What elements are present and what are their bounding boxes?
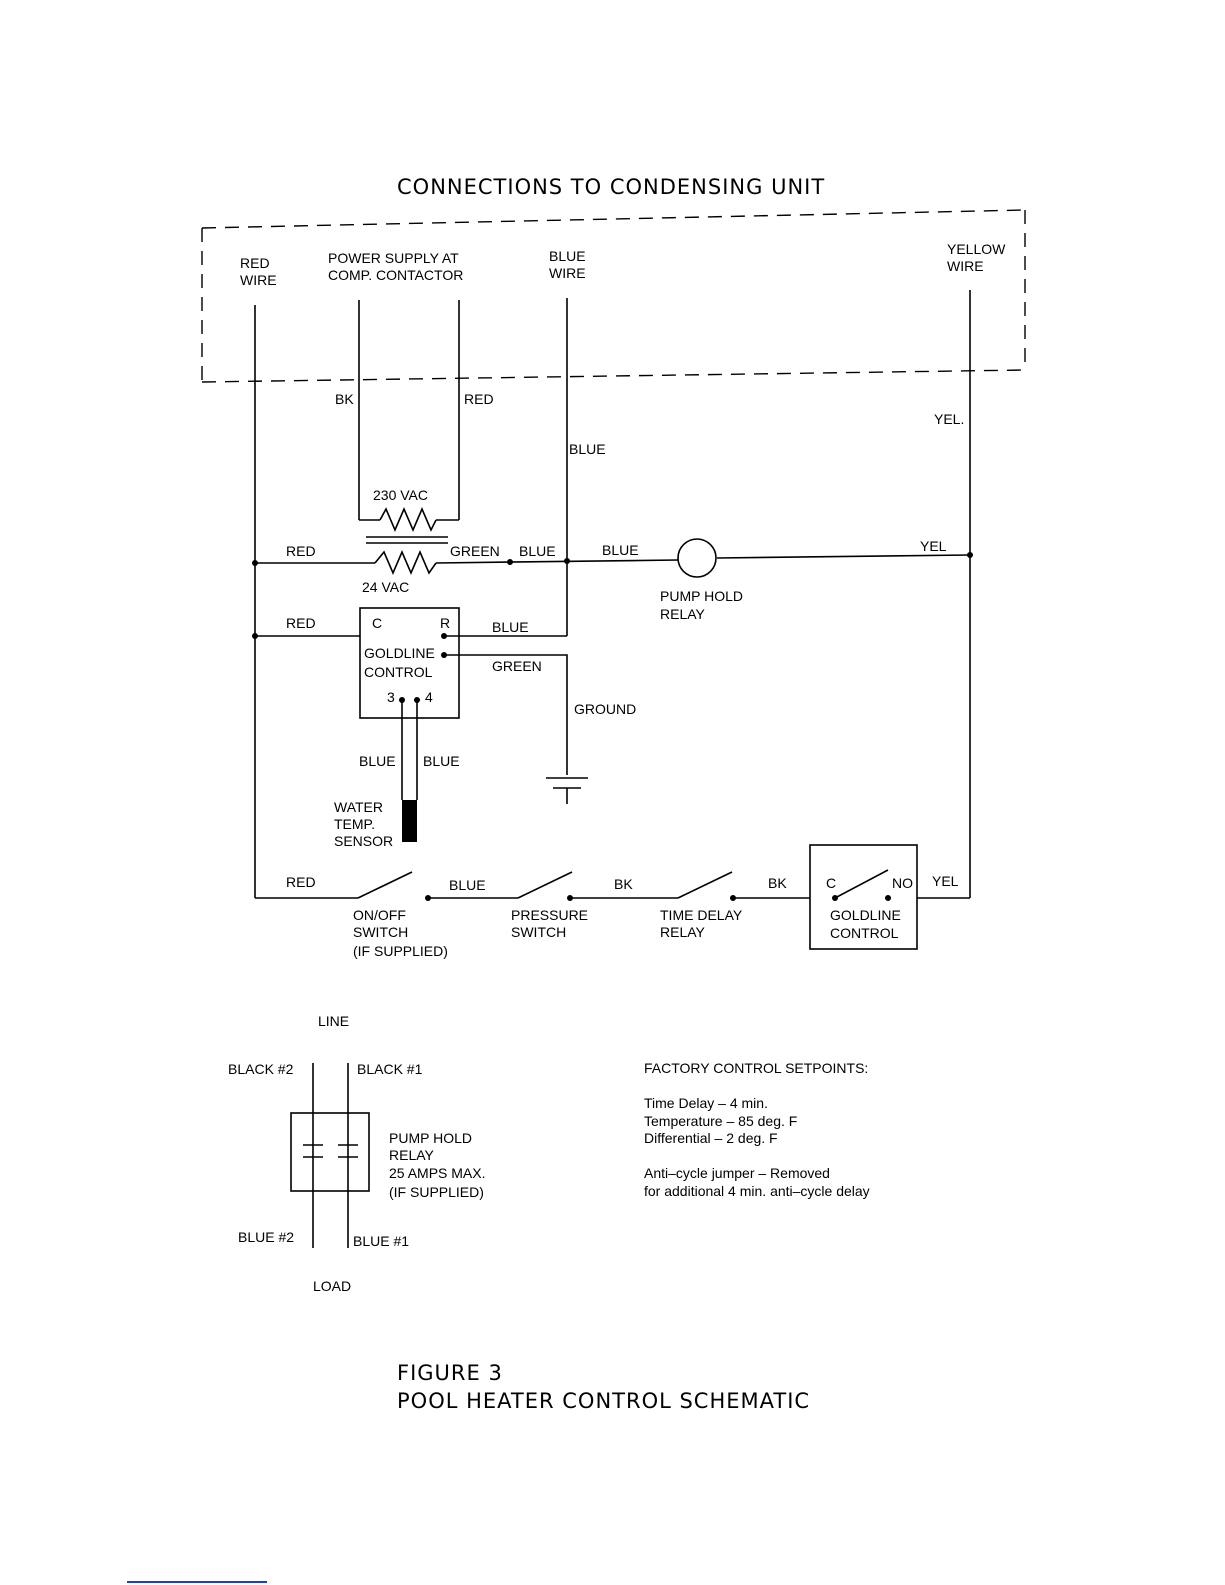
time-delay-relay-label-1: TIME DELAY <box>660 907 743 923</box>
line-label: LINE <box>318 1013 349 1029</box>
pump-relay-label-2: RELAY <box>660 606 706 622</box>
condensing-unit-boundary <box>201 209 1026 383</box>
onoff-switch-label-2: SWITCH <box>353 924 408 940</box>
blue-wire-label-secondary-1: BLUE <box>519 543 556 559</box>
red-wire-label-bottom: RED <box>286 874 316 890</box>
goldline-r-terminal: R <box>440 615 450 631</box>
blue1-label: BLUE #1 <box>353 1233 409 1249</box>
secondary-voltage-label: 24 VAC <box>362 579 409 595</box>
black1-label: BLACK #1 <box>357 1061 423 1077</box>
setpoints-title: FACTORY CONTROL SETPOINTS: <box>644 1060 868 1076</box>
goldline-c-terminal: C <box>372 615 382 631</box>
bk-wire-label: BK <box>335 391 354 407</box>
jumper-note-2: for additional 4 min. anti–cycle delay <box>644 1183 870 1199</box>
blue-wire-label-2: WIRE <box>549 265 586 281</box>
red-wire-label-2: WIRE <box>240 272 277 288</box>
water-temp-sensor <box>402 800 417 842</box>
setpoint-temperature: Temperature – 85 deg. F <box>644 1113 797 1129</box>
green-wire-label-secondary: GREEN <box>450 543 500 559</box>
sensor-label-3: SENSOR <box>334 833 393 849</box>
sensor-label-1: WATER <box>334 799 383 815</box>
relay-desc-3: 25 AMPS MAX. <box>389 1165 485 1181</box>
red-wire-label-goldline: RED <box>286 615 316 631</box>
figure-caption: POOL HEATER CONTROL SCHEMATIC <box>397 1389 810 1413</box>
pressure-switch-label-1: PRESSURE <box>511 907 588 923</box>
figure-number: FIGURE 3 <box>397 1361 503 1385</box>
junction-dots <box>252 552 973 901</box>
blue2-label: BLUE #2 <box>238 1229 294 1245</box>
relay-desc-2: RELAY <box>389 1147 435 1163</box>
setpoint-time-delay: Time Delay – 4 min. <box>644 1095 768 1111</box>
goldline-name-2: CONTROL <box>364 664 433 680</box>
transformer <box>366 506 448 576</box>
power-supply-label-1: POWER SUPPLY AT <box>328 250 459 266</box>
blue-wire-label-bottom: BLUE <box>449 877 486 893</box>
ground-label: GROUND <box>574 701 636 717</box>
time-delay-relay-label-2: RELAY <box>660 924 706 940</box>
bk-wire-label-bottom-2: BK <box>768 875 787 891</box>
power-supply-label-2: COMP. CONTACTOR <box>328 267 463 283</box>
pump-hold-relay-coil <box>677 538 717 578</box>
goldline-terminal-4: 4 <box>425 689 433 705</box>
relay-desc-4: (IF SUPPLIED) <box>389 1184 484 1200</box>
goldline-control-box <box>359 607 460 719</box>
blue-wire-label-goldline: BLUE <box>492 619 529 635</box>
goldline-relay-c: C <box>826 875 836 891</box>
pump-relay-detail-lines <box>290 1063 370 1248</box>
goldline-relay-box <box>809 844 918 950</box>
blue-wire-label-top: BLUE <box>569 441 606 457</box>
pressure-switch-label-2: SWITCH <box>511 924 566 940</box>
yel-wire-label-top: YEL. <box>934 411 964 427</box>
yel-wire-label-bottom: YEL <box>932 873 959 889</box>
goldline-terminal-3: 3 <box>387 689 395 705</box>
diagram-title: CONNECTIONS TO CONDENSING UNIT <box>397 175 825 199</box>
goldline-name-1: GOLDLINE <box>364 645 435 661</box>
red-wire-label-1: RED <box>240 255 270 271</box>
blue-wire-label-secondary-2: BLUE <box>602 542 639 558</box>
goldline-relay-no: NO <box>892 875 913 891</box>
setpoint-differential: Differential – 2 deg. F <box>644 1130 778 1146</box>
blue-wire-label-1: BLUE <box>549 248 586 264</box>
onoff-switch-label-1: ON/OFF <box>353 907 406 923</box>
onoff-switch-label-3: (IF SUPPLIED) <box>353 943 448 959</box>
red-wire-label-secondary: RED <box>286 543 316 559</box>
blue-sensor-label-2: BLUE <box>423 753 460 769</box>
bk-wire-label-bottom-1: BK <box>614 876 633 892</box>
goldline-relay-name-2: CONTROL <box>830 925 899 941</box>
wiring <box>254 290 971 899</box>
relay-desc-1: PUMP HOLD <box>389 1130 472 1146</box>
load-label: LOAD <box>313 1278 351 1294</box>
sensor-label-2: TEMP. <box>334 816 375 832</box>
yellow-wire-label-1: YELLOW <box>947 241 1006 257</box>
pump-relay-label-1: PUMP HOLD <box>660 588 743 604</box>
black2-label: BLACK #2 <box>228 1061 294 1077</box>
switch-blades <box>357 869 889 899</box>
primary-voltage-label: 230 VAC <box>373 487 428 503</box>
yel-wire-label-secondary: YEL <box>920 538 947 554</box>
yellow-wire-label-2: WIRE <box>947 258 984 274</box>
green-wire-label-goldline: GREEN <box>492 658 542 674</box>
bottom-rule <box>127 1581 267 1583</box>
jumper-note-1: Anti–cycle jumper – Removed <box>644 1165 830 1181</box>
blue-sensor-label-1: BLUE <box>359 753 396 769</box>
goldline-relay-name-1: GOLDLINE <box>830 907 901 923</box>
red-wire-label-top: RED <box>464 391 494 407</box>
